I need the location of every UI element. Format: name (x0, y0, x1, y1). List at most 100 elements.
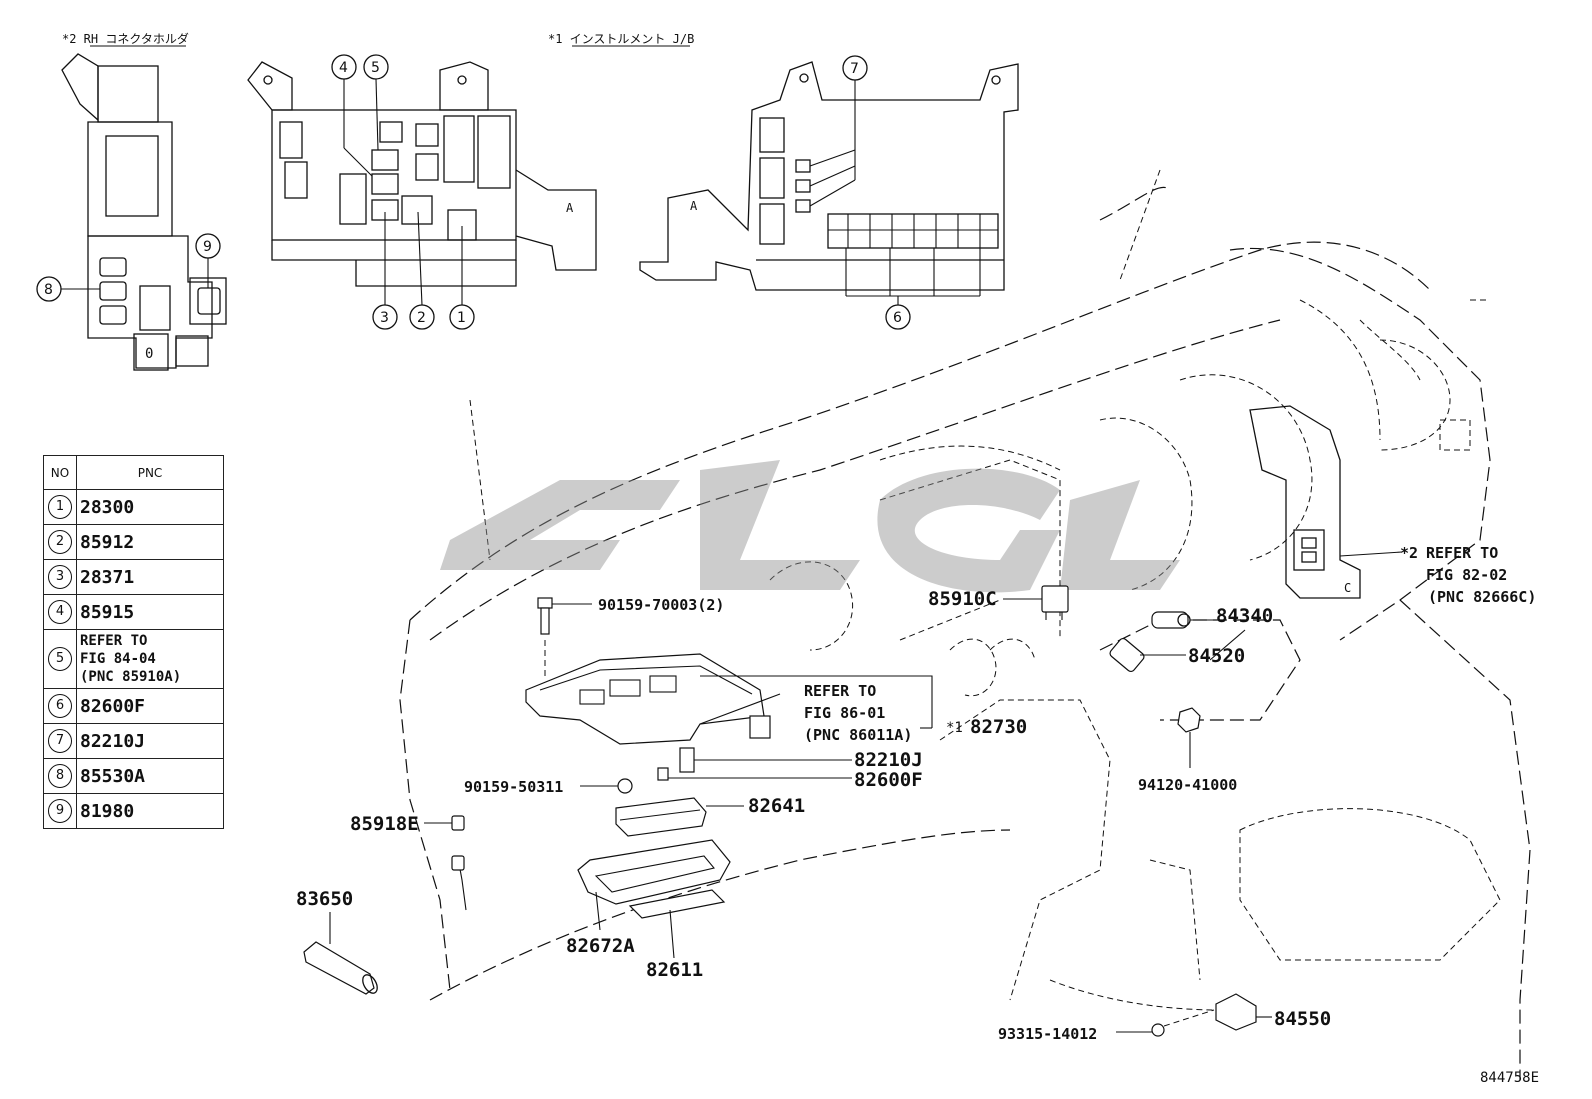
pnc-table-header: NO PNC (43, 455, 224, 490)
row-number: 3 (48, 565, 72, 589)
connector-85918e (424, 815, 467, 911)
label-85918e: 85918E (350, 813, 419, 835)
screw-90159-50311 (580, 778, 633, 794)
svg-text:2: 2 (417, 310, 426, 326)
row-pnc-refer: REFER TO FIG 84-04 (PNC 85910A) (76, 629, 224, 689)
label-ref86-fig: FIG 86-01 (804, 704, 885, 722)
callout-9: 9 (195, 233, 221, 288)
table-row: 2 85912 (43, 524, 224, 560)
row-pnc: 28371 (76, 559, 224, 595)
table-row: 8 85530A (43, 758, 224, 794)
switch-84550 (1215, 993, 1272, 1031)
table-row: 1 28300 (43, 489, 224, 525)
jb-a-rear-label: A (690, 199, 698, 213)
refer-pnc-line: (PNC 85910A) (80, 669, 182, 685)
row-number: 2 (48, 530, 72, 554)
callout-3: 3 (372, 212, 398, 330)
row-number: 8 (48, 764, 72, 788)
nut-94120 (1177, 707, 1201, 768)
row-pnc: 82210J (76, 723, 224, 759)
fuse-82600f (657, 767, 852, 781)
cover-82641 (615, 797, 744, 837)
screw-93315-14012 (1116, 1009, 1215, 1037)
label-82611: 82611 (646, 959, 703, 981)
label-ref2-pnc: (PNC 82666C) (1428, 588, 1536, 606)
row-number: 1 (48, 495, 72, 519)
table-row: 4 85915 (43, 594, 224, 630)
refer-line: REFER TO (80, 633, 148, 649)
row-pnc: 85912 (76, 524, 224, 560)
instrument-jb-front-drawing: A (247, 61, 597, 287)
row-pnc: 82600F (76, 688, 224, 724)
table-row: 5 REFER TO FIG 84-04 (PNC 85910A) (43, 629, 224, 689)
svg-text:8: 8 (44, 282, 53, 298)
svg-text:1: 1 (457, 310, 466, 326)
svg-text:4: 4 (339, 60, 348, 76)
label-85910c: 85910C (928, 588, 997, 610)
callout-1: 1 (449, 226, 475, 330)
label-82600f: 82600F (854, 769, 923, 791)
callout-7: 7 (809, 55, 868, 207)
row-number: 5 (48, 647, 72, 671)
svg-text:6: 6 (893, 310, 902, 326)
rh-connector-holder-drawing: 0 (61, 53, 227, 371)
row-number: 9 (48, 799, 72, 823)
label-90159-70003: 90159-70003(2) (598, 596, 724, 614)
label-82641: 82641 (748, 795, 805, 817)
instrument-jb-rear-drawing: A (639, 61, 1019, 291)
rh-holder-caption: *2 RH コネクタホルダ (62, 31, 189, 46)
label-84550: 84550 (1274, 1008, 1331, 1030)
relay-82210j (679, 747, 852, 773)
col-no-header: NO (43, 455, 77, 490)
callout-2: 2 (409, 211, 435, 330)
table-row: 3 28371 (43, 559, 224, 595)
relay-85910c (1003, 585, 1069, 620)
pnc-table: NO PNC 1 28300 2 85912 3 28371 4 85915 5… (43, 455, 224, 829)
row-number: 6 (48, 694, 72, 718)
svg-text:5: 5 (371, 60, 380, 76)
label-ref2-fig: FIG 82-02 (1426, 566, 1507, 584)
label-93315-14012: 93315-14012 (998, 1025, 1097, 1043)
jb-c-label: C (1344, 581, 1351, 595)
label-83650: 83650 (296, 888, 353, 910)
refer-fig-line: FIG 84-04 (80, 651, 156, 667)
label-82672a: 82672A (566, 935, 635, 957)
rh-connector-holder-mounted: C (1249, 405, 1361, 599)
label-84340: 84340 (1216, 605, 1273, 627)
table-row: 9 81980 (43, 793, 224, 829)
table-row: 7 82210J (43, 723, 224, 759)
table-row: 6 82600F (43, 688, 224, 724)
dashboard-outline (399, 169, 1531, 1080)
part-83650 (303, 912, 378, 995)
label-82210j: 82210J (854, 749, 923, 771)
part-82611 (628, 889, 726, 959)
callout-8: 8 (36, 276, 100, 302)
bolt-90159-70003 (537, 597, 592, 680)
svg-text:9: 9 (203, 239, 212, 255)
row-pnc: 28300 (76, 489, 224, 525)
svg-text:7: 7 (850, 61, 859, 77)
instr-jb-caption: *1 インストルメント J/B (548, 32, 694, 46)
switch-84520 (1109, 637, 1186, 673)
row-pnc: 85530A (76, 758, 224, 794)
label-90159-50311: 90159-50311 (464, 778, 563, 796)
label-ref2-refer: REFER TO (1426, 544, 1498, 562)
instrument-jb-assembly (525, 653, 781, 745)
col-pnc-header: PNC (76, 455, 224, 490)
row-number: 4 (48, 600, 72, 624)
callout-4: 4 (331, 54, 373, 177)
svg-text:3: 3 (380, 310, 389, 326)
row-number: 7 (48, 729, 72, 753)
callout-6: 6 (845, 248, 981, 330)
label-94120-41000: 94120-41000 (1138, 776, 1237, 794)
figure-code: 844758E (1480, 1070, 1539, 1086)
label-ref86-refer: REFER TO (804, 682, 876, 700)
row-pnc: 85915 (76, 594, 224, 630)
jb-a-label: A (566, 201, 574, 215)
watermark-logo (440, 460, 1180, 593)
callout-5: 5 (363, 54, 389, 151)
label-star1: *1 (946, 720, 963, 736)
tray-82672a (577, 839, 731, 931)
label-84520: 84520 (1188, 645, 1245, 667)
